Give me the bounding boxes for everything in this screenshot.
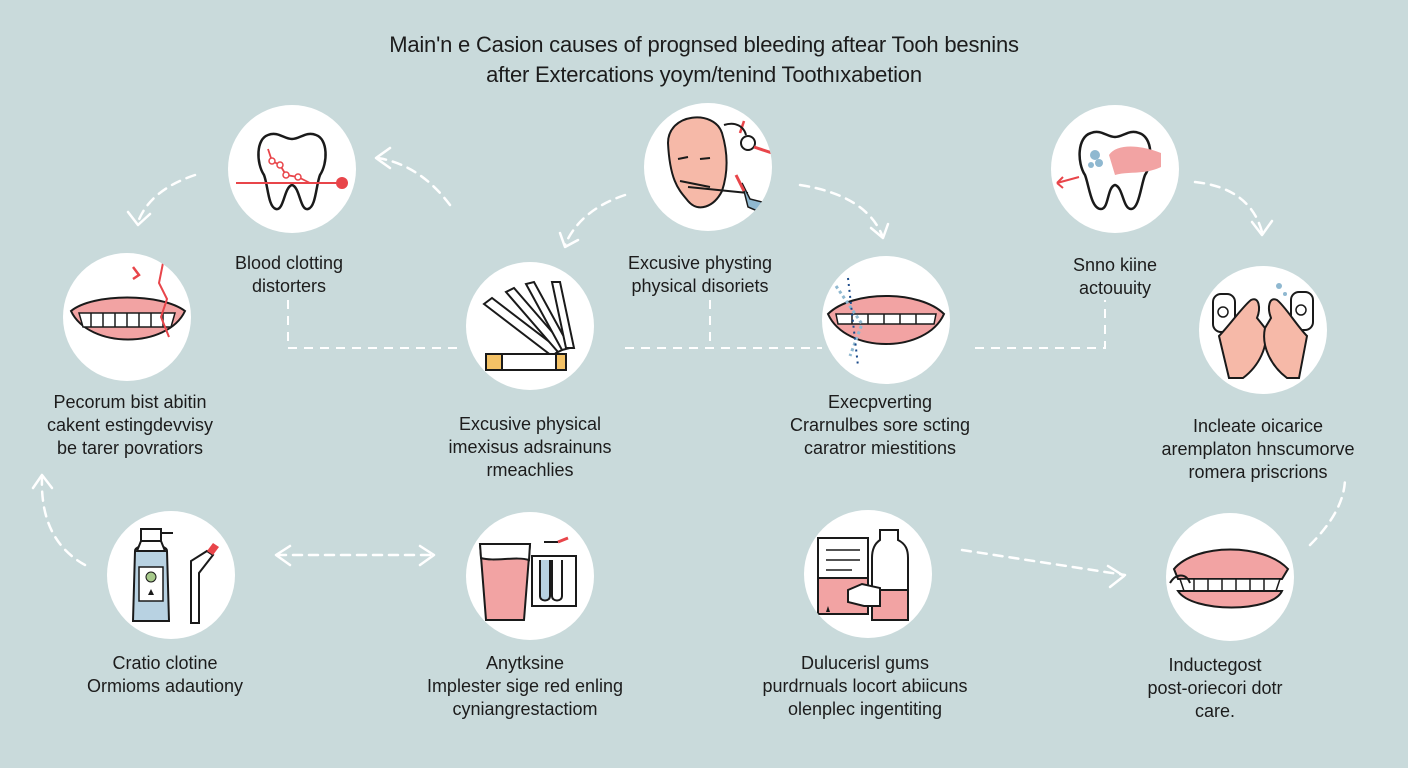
label-line: post-oriecori dotr	[1147, 678, 1283, 698]
document-icon	[817, 529, 909, 621]
node-blood-clotting	[228, 105, 356, 233]
arrow-head	[558, 231, 580, 249]
hands-icon	[1212, 283, 1314, 379]
cigarette-icon	[482, 280, 576, 371]
node-adautiony	[107, 511, 235, 639]
bottle-icon	[131, 528, 219, 624]
label-line: Snno kiine	[1072, 255, 1158, 275]
label-line: cakent estingdevvisy	[46, 415, 214, 435]
label-povratiors: Pecorum bist abitin cakent estingdevvisy…	[14, 391, 246, 460]
label-line: olenplec ingentiting	[787, 699, 943, 719]
node-cyniangrestactiom	[466, 512, 594, 640]
arrow-head	[126, 210, 152, 227]
label-line: be tarer povratiors	[56, 438, 204, 458]
label-rmeachlies: Excusive physical imexisus adsrainuns rm…	[415, 413, 645, 482]
connector-arc	[1193, 180, 1264, 234]
label-line: Anytksine	[485, 653, 565, 673]
label-line: Dulucerisl gums	[800, 653, 930, 673]
label-line: physical disoriets	[631, 276, 769, 296]
label-activity: Snno kiine actouuity	[1030, 254, 1200, 300]
label-line: Implester sige red enling	[426, 676, 624, 696]
node-post-care	[1166, 513, 1294, 641]
node-miestitions	[822, 256, 950, 384]
label-line: aremplaton hnscumorve	[1161, 439, 1355, 459]
arrow-head	[374, 146, 392, 170]
connector-arc	[798, 183, 884, 237]
connector-arc	[40, 476, 87, 567]
connector-arc	[563, 193, 627, 247]
mouth-icon	[69, 262, 187, 341]
label-line: Execpverting	[827, 392, 933, 412]
label-post-care: Inductegost post-oriecori dotr care.	[1120, 654, 1310, 723]
arrow-head	[1106, 564, 1126, 589]
label-line: romera priscrions	[1188, 462, 1328, 482]
label-line: Pecorum bist abitin	[53, 392, 207, 412]
label-line: purdrnuals locort abiicuns	[762, 676, 968, 696]
label-line: Excusive physical	[458, 414, 602, 434]
label-line: Ormioms adautiony	[86, 676, 244, 696]
face-icon	[666, 116, 772, 214]
label-line: Inductegost	[1168, 655, 1262, 675]
label-line: rmeachlies	[486, 460, 574, 480]
label-line: Blood clotting	[234, 253, 344, 273]
node-activity	[1051, 105, 1179, 233]
connector-arc	[1308, 476, 1347, 547]
label-ingentiting: Dulucerisl gums purdrnuals locort abiicu…	[733, 652, 997, 721]
arrow-head	[274, 544, 292, 567]
label-physical-disoriets: Excusive physting physical disoriets	[580, 252, 820, 298]
title-line-2: after Extercations yoym/tenind Toothıxab…	[486, 62, 922, 87]
arrow-head	[869, 222, 890, 240]
label-line: distorters	[251, 276, 327, 296]
connector-bracket	[975, 300, 1106, 349]
connector-line	[960, 548, 1127, 577]
teeth-thread-icon	[826, 277, 946, 367]
dentures-icon	[1169, 548, 1290, 609]
label-line: cyniangrestactiom	[452, 699, 598, 719]
damaged-tooth-icon	[1056, 130, 1161, 211]
arrow-head	[31, 473, 54, 490]
label-cyniangrestactiom: Anytksine Implester sige red enling cyni…	[395, 652, 655, 721]
node-rmeachlies	[466, 262, 594, 390]
node-priscrions	[1199, 266, 1327, 394]
label-line: Incleate oicarice	[1192, 416, 1324, 436]
title-line-1: Main'n e Casion causes of prognsed bleed…	[389, 32, 1019, 57]
label-line: imexisus adsrainuns	[448, 437, 612, 457]
label-line: care.	[1194, 701, 1236, 721]
cup-icon	[478, 536, 577, 621]
connector-arc	[376, 156, 452, 207]
label-blood-clotting: Blood clotting distorters	[199, 252, 379, 298]
node-povratiors	[63, 253, 191, 381]
arrow-head	[418, 544, 436, 567]
label-adautiony: Cratio clotine Ormioms adautiony	[55, 652, 275, 698]
page-title: Main'n e Casion causes of prognsed bleed…	[0, 30, 1408, 90]
connector-bracket	[287, 300, 458, 349]
node-ingentiting	[804, 510, 932, 638]
arrow-head	[1250, 219, 1274, 237]
label-miestitions: Execpverting Crarnulbes sore scting cara…	[755, 391, 1005, 460]
label-line: Crarnulbes sore scting	[789, 415, 971, 435]
tooth-icon	[236, 132, 348, 211]
connector-arc	[136, 173, 197, 224]
node-physical-disoriets	[644, 103, 772, 231]
label-priscrions: Incleate oicarice aremplaton hnscumorve …	[1138, 415, 1378, 484]
label-line: Excusive physting	[627, 253, 773, 273]
label-line: caratror miestitions	[803, 438, 957, 458]
label-line: actouuity	[1078, 278, 1152, 298]
label-line: Cratio clotine	[112, 653, 218, 673]
